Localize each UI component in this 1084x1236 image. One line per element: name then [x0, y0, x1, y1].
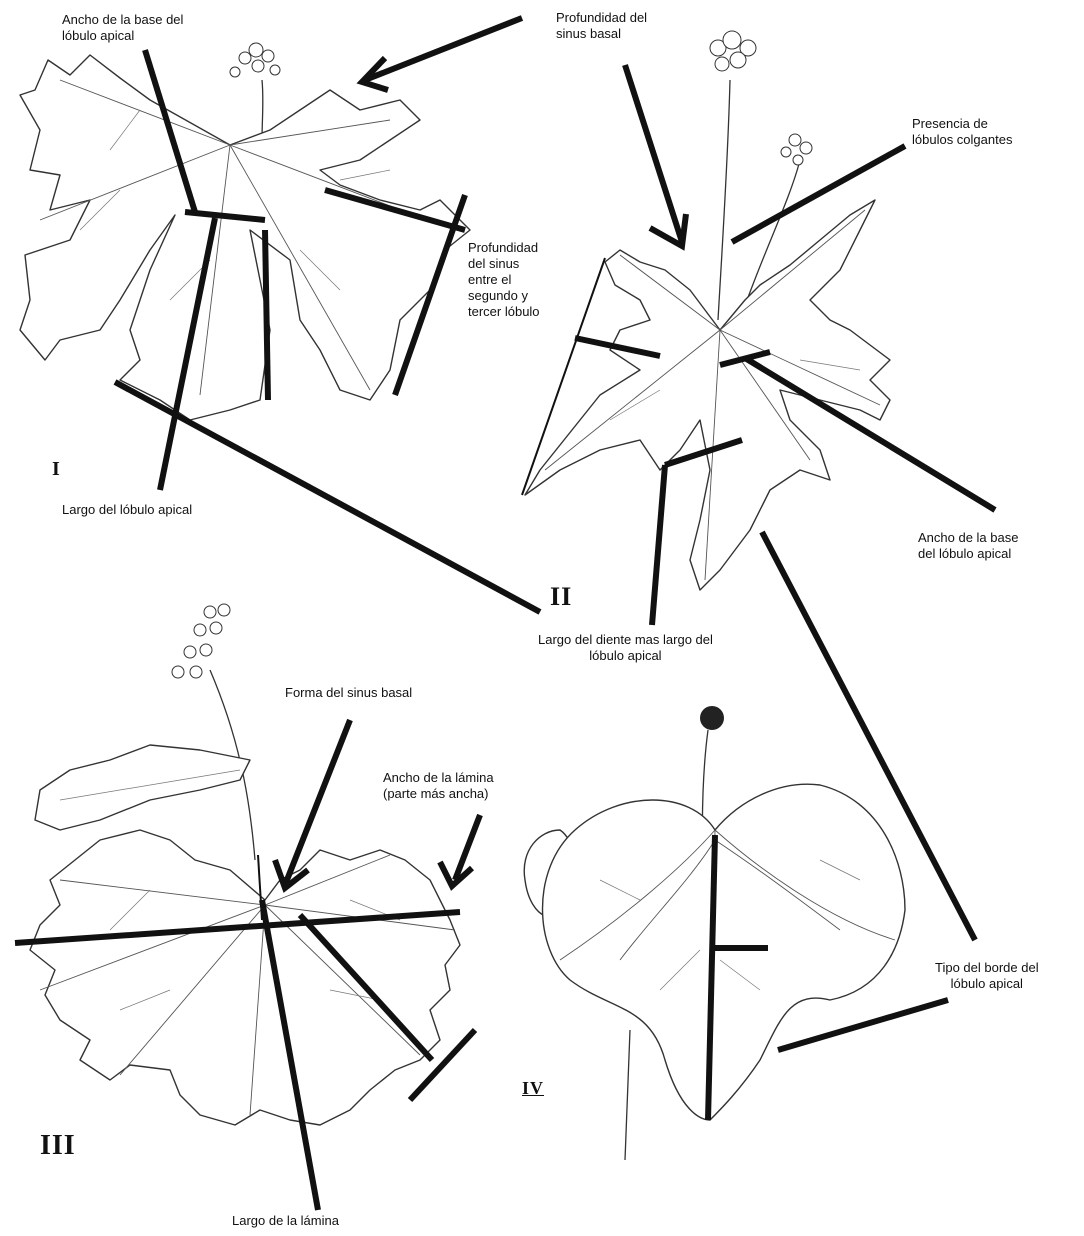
- label-tipo-borde-lobulo-apical: Tipo del borde del lóbulo apical: [935, 960, 1039, 992]
- measure-bar-apical-i: [265, 230, 268, 400]
- label-ancho-base-lobulo-apical-i: Ancho de la base del lóbulo apical: [62, 12, 183, 44]
- panel-ii-flower-cluster-side: [781, 134, 812, 165]
- panel-iii-leaf-drawing: [30, 604, 460, 1125]
- panel-numeral-i: I: [52, 458, 61, 481]
- label-ancho-base-lobulo-apical-ii: Ancho de la base del lóbulo apical: [918, 530, 1018, 562]
- panel-iii-upper-leaf: [35, 745, 250, 830]
- panel-ii-leaf-drawing: [525, 31, 890, 590]
- label-largo-lamina: Largo de la lámina: [232, 1213, 339, 1229]
- label-largo-diente-mas-largo: Largo del diente mas largo del lóbulo ap…: [538, 632, 713, 664]
- panel-numeral-iv: IV: [522, 1078, 544, 1099]
- pointer-profundidad-basal-i: [365, 18, 522, 80]
- panel-i-leaf-drawing: [20, 43, 470, 420]
- label-presencia-lobulos-colgantes: Presencia de lóbulos colgantes: [912, 116, 1012, 148]
- label-largo-lobulo-apical: Largo del lóbulo apical: [62, 502, 192, 518]
- panel-iii-flower-cluster: [172, 604, 230, 678]
- label-ancho-lamina: Ancho de la lámina (parte más ancha): [383, 770, 494, 802]
- panel-iii-leaf-blade: [30, 830, 460, 1125]
- label-profundidad-sinus-basal: Profundidad del sinus basal: [556, 10, 647, 42]
- pointer-largo-diente-i: [115, 382, 540, 612]
- pointer-tipo-borde-lower: [778, 1000, 948, 1050]
- panel-ii-flower-cluster-top: [710, 31, 756, 71]
- panel-i-flower-cluster: [230, 43, 280, 77]
- pointer-profundidad-basal-ii: [625, 65, 682, 242]
- panel-numeral-ii: II: [550, 582, 572, 612]
- panel-iv-main-leaf-blade: [543, 784, 906, 1120]
- pointer-largo-diente-ii: [652, 465, 665, 625]
- panel-iv-petiole: [625, 1030, 630, 1160]
- panel-i-flower-stalk: [262, 80, 263, 140]
- panel-numeral-iii: III: [40, 1130, 76, 1162]
- label-profundidad-sinus-segundo-tercer: Profundidad del sinus entre el segundo y…: [468, 240, 540, 320]
- label-forma-sinus-basal: Forma del sinus basal: [285, 685, 412, 701]
- panel-ii-main-stalk: [718, 80, 730, 320]
- pointer-lobulos-colgantes: [732, 146, 905, 242]
- panel-iv-flower-head: [700, 706, 724, 730]
